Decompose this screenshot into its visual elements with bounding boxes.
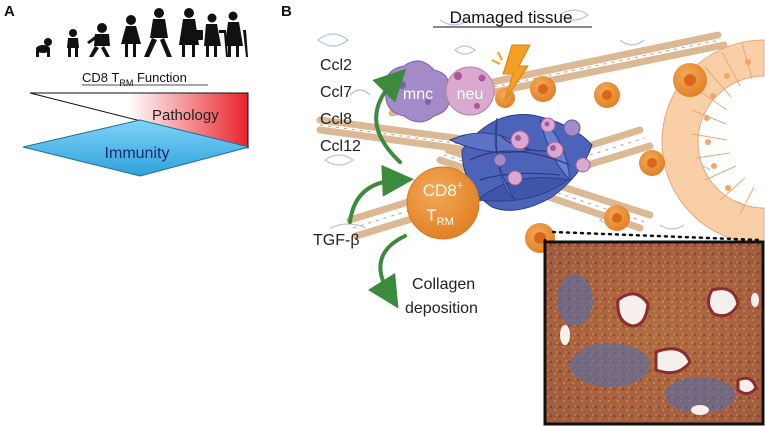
immunity-label: Immunity xyxy=(105,145,170,162)
histology-inset-border xyxy=(543,240,765,426)
panel-a: A xyxy=(4,3,250,177)
trm-sub: RM xyxy=(437,216,454,228)
signal-arrows xyxy=(348,68,414,309)
cd8-trm-cell: CD8+ TRM xyxy=(406,166,480,240)
trm-main: T xyxy=(426,206,436,225)
damage-marks xyxy=(491,51,503,65)
chemokine-list: Ccl2 Ccl7 Ccl8 Ccl12 xyxy=(320,57,361,155)
tgf-beta-label: TGF-β xyxy=(313,232,360,249)
middle-age-silhouette xyxy=(179,8,203,57)
chemokine-ccl2: Ccl2 xyxy=(320,57,352,74)
function-header-main: CD8 T xyxy=(82,70,119,85)
panel-a-letter: A xyxy=(4,3,15,20)
fibrotic-scar xyxy=(448,113,593,211)
lightning-icon xyxy=(502,44,531,101)
baby-silhouette xyxy=(36,38,52,57)
neu-cell: neu xyxy=(445,66,495,116)
immunity-wedge xyxy=(22,119,250,177)
age-silhouettes xyxy=(36,8,248,57)
chemokine-ccl8: Ccl8 xyxy=(320,111,352,128)
orange-cell xyxy=(495,88,515,108)
cd8-main: CD8 xyxy=(423,181,457,200)
chemokine-ccl12: Ccl12 xyxy=(320,138,361,155)
panel-b: B Damaged tissue xyxy=(281,2,765,426)
tgf-arrow xyxy=(348,164,414,224)
function-header-sub: RM xyxy=(119,78,133,88)
panel-b-letter: B xyxy=(281,3,292,20)
child-silhouette xyxy=(87,23,110,57)
cd8-sup: + xyxy=(457,180,463,192)
neu-label: neu xyxy=(457,86,484,103)
orange-cells xyxy=(495,63,707,253)
function-header-tail: Function xyxy=(133,70,186,85)
panel-b-title: Damaged tissue xyxy=(450,8,573,27)
elderly-walker-silhouette xyxy=(204,13,228,57)
elderly-cane-silhouette xyxy=(225,11,248,57)
toddler-silhouette xyxy=(67,29,79,57)
function-header: CD8 TRM Function xyxy=(82,70,187,88)
collagen-label-line1: Collagen xyxy=(412,276,475,293)
collagen-arrow xyxy=(367,234,407,309)
girl-silhouette xyxy=(121,15,141,57)
adult-silhouette xyxy=(144,8,172,57)
cd8-label: CD8+ xyxy=(423,180,463,200)
chemokine-ccl7: Ccl7 xyxy=(320,84,352,101)
histology-inset xyxy=(543,240,765,426)
trm-label: TRM xyxy=(426,206,454,228)
collagen-label-line2: deposition xyxy=(405,300,478,317)
chemokine-arrow xyxy=(372,68,407,164)
pathology-label: Pathology xyxy=(152,107,219,124)
mnc-label: mnc xyxy=(403,86,433,103)
